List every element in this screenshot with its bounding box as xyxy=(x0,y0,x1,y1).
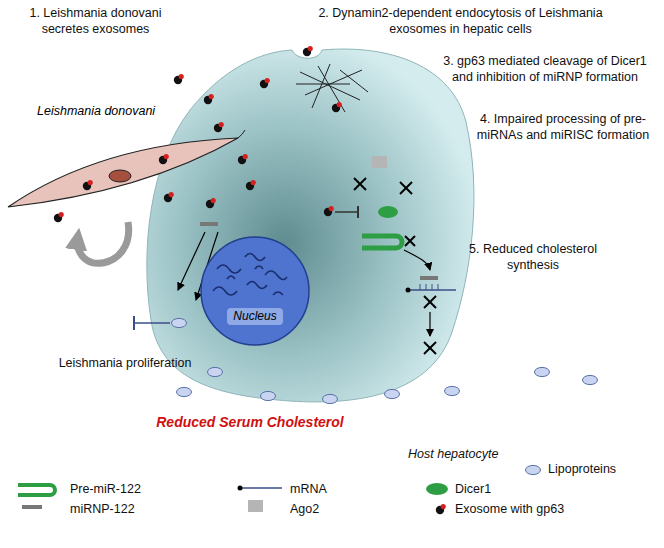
legend-text: Ago2 xyxy=(290,502,319,516)
legend-text: Exosome with gp63 xyxy=(455,502,564,516)
legend-entry: Lipoproteins xyxy=(548,462,616,476)
legend-text: mRNA xyxy=(290,482,327,496)
hepatocyte-cell xyxy=(147,49,474,402)
legend-entry: mRNA xyxy=(290,482,327,496)
outcome-label-text: Leishmania proliferation xyxy=(59,356,192,370)
cell-label-text: Host hepatocyte xyxy=(408,447,498,461)
step-note-text: 4. Impaired processing of pre-miRNAs and… xyxy=(477,112,649,142)
cycle-arrow xyxy=(78,222,129,263)
step-note-text: 3. gp63 mediated cleavage of Dicer1 and … xyxy=(443,54,647,84)
organism-name: Leishmania donovani xyxy=(37,104,253,118)
legend-swatch xyxy=(426,483,448,495)
actin-strands xyxy=(296,64,368,112)
legend-entry: miRNP-122 xyxy=(70,502,135,516)
nucleus-node: Nucleus xyxy=(195,235,315,347)
legend-text: miRNP-122 xyxy=(70,502,135,516)
step-note-text: 2. Dynamin2-dependent endocytosis of Lei… xyxy=(318,6,602,36)
legend-entry: Pre-miR-122 xyxy=(70,482,141,496)
step-note: 2. Dynamin2-dependent endocytosis of Lei… xyxy=(318,6,603,37)
outcome-label: Reduced Serum Cholesterol xyxy=(140,414,360,432)
legend-entry: Ago2 xyxy=(290,502,319,516)
organelle-label: Nucleus xyxy=(195,309,315,323)
legend-text: Pre-miR-122 xyxy=(70,482,141,496)
step-note: 5. Reduced cholesterol synthesis xyxy=(458,242,608,273)
outcome-label-text: Reduced Serum Cholesterol xyxy=(156,414,344,430)
step-note-text: 1. Leishmania donovani secretes exosomes xyxy=(29,6,161,36)
parasite-node: Leishmania donovani xyxy=(5,100,253,212)
step-note: 1. Leishmania donovani secretes exosomes xyxy=(8,6,183,37)
step-note: 3. gp63 mediated cleavage of Dicer1 and … xyxy=(432,54,658,85)
step-note: 4. Impaired processing of pre-miRNAs and… xyxy=(470,112,656,143)
step-note-text: 5. Reduced cholesterol synthesis xyxy=(469,242,597,272)
legend-entry: Exosome with gp63 xyxy=(455,502,564,516)
cell-label: Host hepatocyte xyxy=(408,447,528,463)
nucleus-shape xyxy=(195,235,315,347)
legend-text: Dicer1 xyxy=(455,482,491,496)
legend-entry: Dicer1 xyxy=(455,482,491,496)
legend-swatch xyxy=(248,500,263,512)
outcome-label: Leishmania proliferation xyxy=(40,356,210,372)
legend-text: Lipoproteins xyxy=(548,462,616,476)
